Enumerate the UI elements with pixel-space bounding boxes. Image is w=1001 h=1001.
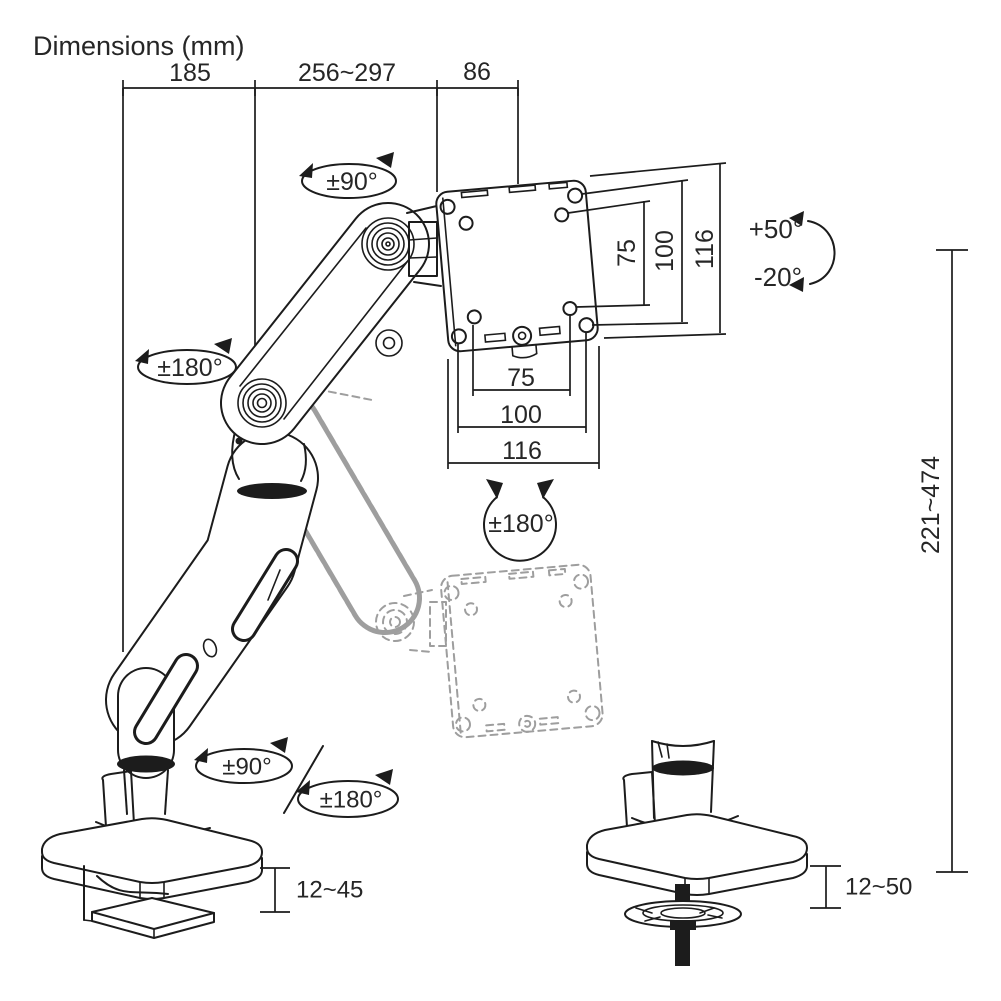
dim-side-75: 75: [613, 239, 641, 267]
rotation-arrow-icon: [537, 479, 554, 499]
elbow-joint-cap: [235, 378, 287, 445]
dim-side-116: 116: [691, 229, 719, 269]
dim-side-100: 100: [651, 230, 679, 272]
tilt-arrow-icon: [789, 277, 804, 292]
head-swivel-annotation: ±90°: [299, 152, 397, 199]
head-bracket: [406, 204, 442, 287]
vesa-plate: [435, 179, 599, 359]
rotation-arrow-icon: [296, 780, 310, 795]
threaded-rod: [675, 930, 690, 966]
dim-256-297: 256~297: [298, 59, 396, 87]
dim-clamp-range: 12~45: [296, 877, 363, 904]
cable-hook: [375, 329, 403, 357]
arm-hole: [202, 638, 218, 658]
head-swivel-label: ±90°: [326, 168, 378, 196]
rotation-arrow-icon: [299, 163, 313, 178]
base-swivel-annotations: ±90° ±180°: [194, 737, 399, 818]
height-range-dimension: 221~474: [917, 249, 968, 873]
top-dimension-chain: 185 256~297 86: [122, 58, 519, 652]
grommet-nut: [670, 920, 696, 930]
rotation-arrow-icon: [376, 152, 394, 168]
base-plate: [586, 813, 808, 880]
dim-grommet-range: 12~50: [845, 874, 912, 901]
vesa-75-hole: [458, 215, 474, 231]
column-ring-band: [117, 755, 175, 773]
vesa-100-hole: [439, 198, 456, 215]
vesa-75-hole: [562, 301, 578, 317]
dim-86: 86: [463, 58, 491, 86]
clamp-thickness-dimension: 12~45: [260, 867, 363, 913]
ghost-vesa-plate: [440, 563, 604, 739]
elbow-ring-band: [237, 483, 307, 499]
vesa-100-hole: [450, 328, 467, 345]
vesa-75-hole: [466, 309, 482, 325]
dim-185: 185: [169, 59, 211, 87]
screen-rotation-label: ±180°: [488, 510, 553, 538]
annotation-slash: [283, 745, 324, 814]
grommet-thickness-dimension: 12~50: [810, 865, 912, 909]
ghost-joint-rings: [375, 602, 415, 642]
vesa-bottom-dimensions: 75 100 116: [447, 316, 600, 469]
rotation-arrow-icon: [214, 338, 232, 354]
dim-bottom-75: 75: [507, 364, 535, 392]
column-side-tab: [101, 770, 135, 828]
elbow-screw: [235, 437, 243, 445]
vesa-75-hole: [554, 207, 570, 223]
rotation-arrow-icon: [486, 479, 503, 499]
elbow-swivel-label: ±180°: [157, 354, 222, 382]
screen-rotation-annotation: ±180°: [483, 479, 557, 562]
vesa-100-hole: [567, 187, 584, 204]
tilt-down-label: -20°: [754, 262, 802, 292]
pole-side-tab: [622, 771, 656, 828]
threaded-rod: [675, 884, 690, 904]
rotation-arrow-icon: [270, 737, 288, 753]
desk-clamp-base: [41, 817, 263, 939]
rotation-arrow-icon: [375, 769, 393, 785]
rotation-arrow-icon: [194, 748, 208, 763]
tilt-up-label: +50°: [749, 214, 804, 244]
base-plate: [41, 817, 263, 884]
diagram-title: Dimensions (mm): [33, 31, 245, 61]
grommet-bolt-assembly: [624, 884, 742, 966]
pole-ring-band: [652, 760, 714, 776]
dim-height-range: 221~474: [917, 456, 945, 554]
tilt-annotation: +50° -20°: [749, 211, 836, 292]
elbow-swivel-annotation: ±180°: [135, 338, 237, 385]
base-swivel-90-label: ±90°: [222, 754, 271, 781]
grommet-base: [586, 740, 808, 966]
monitor-arm: [95, 179, 599, 836]
vesa-side-dimensions: 75 100 116: [567, 162, 727, 339]
dim-bottom-116: 116: [502, 437, 542, 465]
plate-center-screw: [512, 325, 533, 346]
head-joint-cap: [361, 217, 415, 271]
tilt-arrow-icon: [789, 211, 804, 226]
rotation-arrow-icon: [135, 349, 149, 364]
clamp-jaw: [83, 865, 215, 939]
base-swivel-180-label: ±180°: [320, 787, 383, 814]
ghost-arm-lowered-position: [248, 379, 604, 739]
dim-bottom-100: 100: [500, 401, 542, 429]
